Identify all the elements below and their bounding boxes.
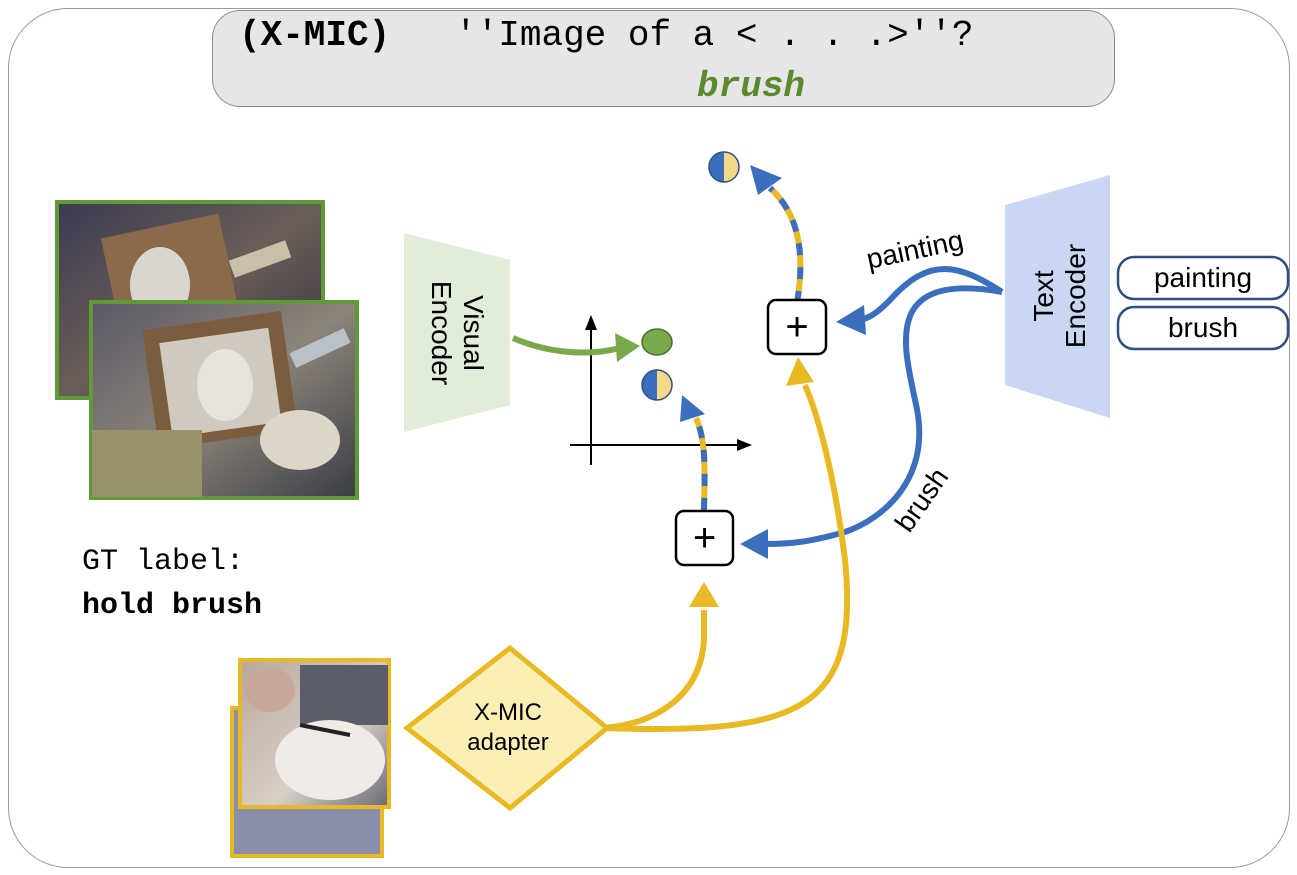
prompt-template: ''Image of a < . . .>''? xyxy=(455,15,974,56)
class-label-pill-painting xyxy=(1116,255,1290,301)
x-mic-adapter-block xyxy=(402,644,611,812)
brush-text-arrowhead xyxy=(740,529,768,559)
adapter-to-lower-arrowhead xyxy=(689,582,719,607)
adapter-input-frames xyxy=(230,658,391,858)
plus-symbol-lower: + xyxy=(692,516,717,560)
visual-embedding-point xyxy=(641,328,673,356)
ground-truth-label: GT label: hold brush xyxy=(82,540,262,628)
class-label-brush: brush xyxy=(1167,312,1239,343)
diagram-frame xyxy=(8,8,1290,868)
plus-box-lower xyxy=(674,509,735,567)
embedding-space-axes xyxy=(570,315,752,465)
prompt-header: (X-MIC) ''Image of a < . . .>''? brush xyxy=(212,10,1115,107)
text-encoder-line1: Text xyxy=(1028,270,1059,322)
plus-box-upper xyxy=(766,298,828,356)
text-embedding-point-lower xyxy=(641,369,673,401)
prompt-fill-word: brush xyxy=(697,66,806,107)
prompt-text: (X-MIC) ''Image of a < . . .>''? xyxy=(239,15,974,56)
text-encoder-label: Text Encoder xyxy=(1028,244,1092,348)
method-name: (X-MIC) xyxy=(239,15,391,56)
brush-text-arrow xyxy=(764,285,1003,547)
input-video-frames xyxy=(55,200,359,500)
visual-embedding-arrow xyxy=(511,335,621,356)
visual-encoder-block xyxy=(404,233,510,432)
text-encoder-line2: Encoder xyxy=(1060,243,1091,349)
adapter-to-lower-arrow xyxy=(602,610,707,731)
adapter-to-upper-arrow xyxy=(602,383,851,733)
text-encoder-block xyxy=(1005,175,1110,418)
upper-combined-arrow xyxy=(750,165,804,304)
adapter-line1: X-MIC xyxy=(474,699,542,726)
visual-encoder-label: Visual Encoder xyxy=(425,281,489,385)
gt-value: hold brush xyxy=(82,589,263,623)
painting-text-arrowhead xyxy=(836,305,866,335)
gt-prefix: GT label: xyxy=(82,545,245,579)
adapter-to-upper-arrowhead xyxy=(786,357,814,386)
class-label-pill-brush xyxy=(1116,305,1290,351)
lower-combined-arrow xyxy=(680,395,708,511)
visual-encoder-line1: Visual xyxy=(458,295,489,371)
text-embedding-point-upper xyxy=(708,151,740,183)
adapter-line2: adapter xyxy=(467,729,549,756)
class-label-painting: painting xyxy=(1153,262,1253,293)
painting-text-arrow xyxy=(859,266,1004,323)
plus-symbol-upper: + xyxy=(785,305,809,349)
visual-embedding-arrowhead xyxy=(615,333,640,362)
adapter-label: X-MIC adapter xyxy=(467,698,548,758)
visual-encoder-line2: Encoder xyxy=(426,280,457,386)
